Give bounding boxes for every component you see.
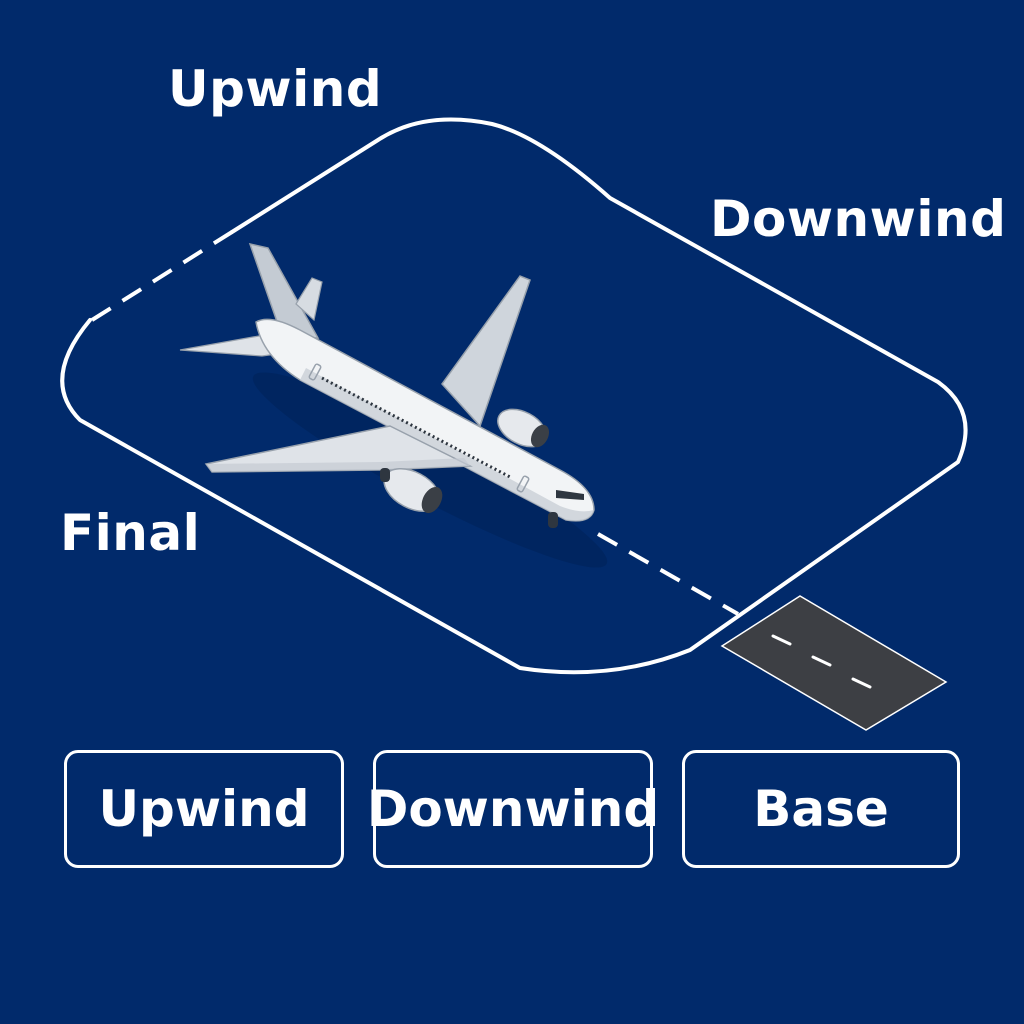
option-upwind-button[interactable]: Upwind: [64, 750, 344, 868]
pattern-dashed-final: [597, 532, 739, 616]
option-base-button[interactable]: Base: [682, 750, 960, 868]
runway-icon: [720, 595, 948, 731]
leg-label-upwind: Upwind: [168, 60, 383, 118]
airliner-icon: [179, 242, 608, 568]
leg-label-downwind: Downwind: [710, 190, 1007, 248]
option-downwind-button[interactable]: Downwind: [367, 750, 659, 868]
leg-label-final: Final: [60, 504, 201, 562]
traffic-pattern-circuit: [60, 117, 968, 675]
pattern-dashed-upwind: [90, 230, 234, 322]
